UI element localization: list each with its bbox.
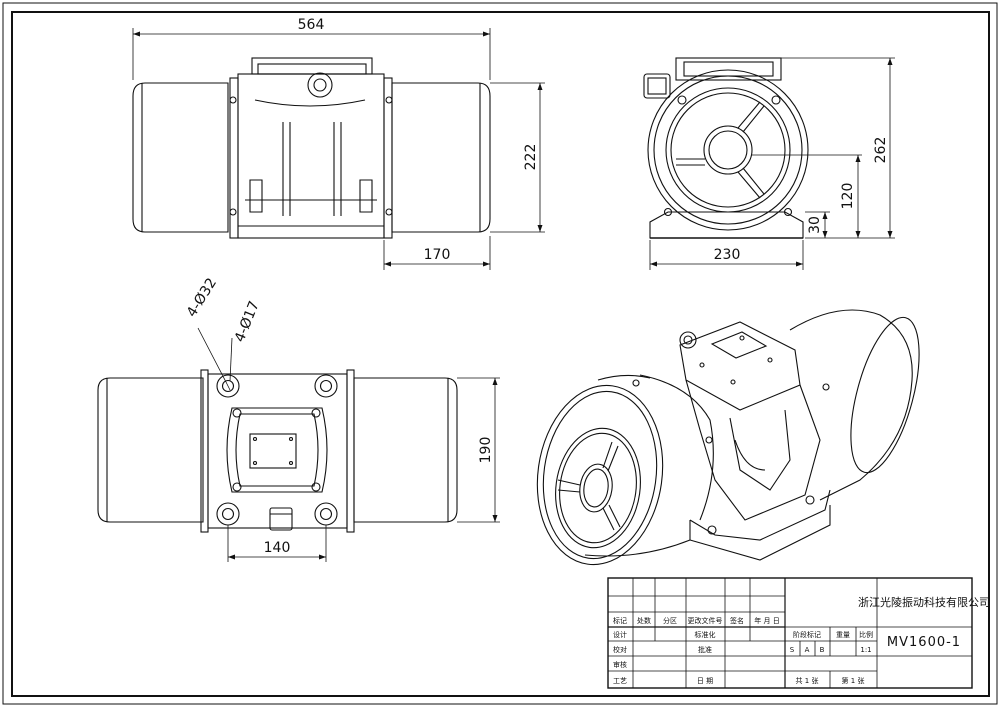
isometric-view — [536, 309, 920, 566]
tb-header-signature: 签名 — [730, 616, 744, 625]
dim-front-height: 222 — [523, 144, 539, 171]
company-name: 浙江光陵振动科技有限公司 — [858, 595, 990, 609]
tb-date: 日 期 — [697, 677, 713, 685]
tb-stage-s: S — [790, 646, 795, 654]
front-view — [132, 57, 491, 239]
dim-overall-length: 564 — [298, 17, 325, 33]
dim-end-offset: 170 — [424, 247, 451, 263]
tb-stage-a: A — [805, 646, 810, 654]
tb-scale-header: 比例 — [859, 630, 873, 639]
dim-plan-hole-spacing-x: 140 — [264, 540, 291, 556]
dim-side-base-width: 230 — [714, 247, 741, 263]
label-large-holes: 4-Ø32 — [184, 275, 220, 320]
label-small-holes: 4-Ø17 — [232, 299, 263, 345]
tb-stage-header: 阶段标记 — [793, 630, 821, 639]
drawing-number: MV1600-1 — [887, 635, 961, 650]
drawing-frame — [11, 11, 990, 697]
tb-stage-b: B — [820, 646, 825, 654]
tb-approval: 批准 — [698, 645, 712, 654]
tb-row-design: 设计 — [613, 630, 627, 639]
side-view — [643, 57, 809, 239]
tb-scale-value: 1:1 — [860, 646, 871, 654]
dim-plan-hole-spacing-y: 190 — [478, 437, 494, 464]
tb-standardization: 标准化 — [695, 630, 716, 639]
tb-row-review: 审核 — [613, 660, 627, 669]
dim-side-total-height: 262 — [873, 137, 889, 164]
plan-view-dimensions — [197, 327, 500, 562]
front-view-dimensions — [132, 28, 545, 270]
tb-header-change-doc: 更改文件号 — [688, 616, 723, 625]
tb-header-mark: 标记 — [613, 616, 627, 625]
tb-header-date: 年 月 日 — [754, 616, 779, 625]
dim-side-base-height: 30 — [807, 216, 823, 234]
tb-header-zone: 分区 — [663, 616, 677, 625]
dim-side-center-height: 120 — [840, 183, 856, 210]
tb-header-count: 处数 — [637, 616, 651, 625]
tb-row-check: 校对 — [613, 645, 627, 654]
tb-sheet-total: 共 1 张 — [796, 676, 819, 685]
plan-view — [97, 369, 458, 533]
title-block — [607, 577, 973, 689]
side-view-dimensions — [649, 57, 895, 270]
tb-sheet-no: 第 1 张 — [842, 676, 865, 685]
tb-row-process: 工艺 — [613, 677, 627, 685]
tb-weight-header: 重量 — [836, 631, 850, 639]
